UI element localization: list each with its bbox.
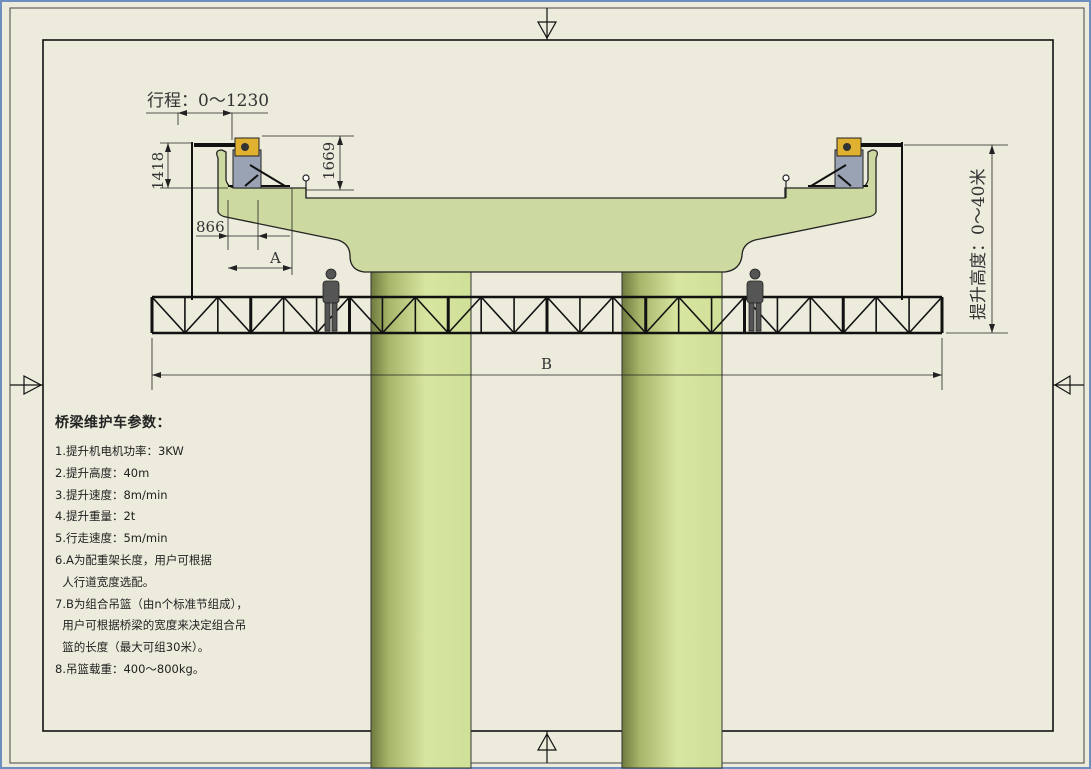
spec-line: 人行道宽度选配。 xyxy=(55,574,155,589)
dim-1669-label: 1669 xyxy=(320,142,338,180)
spec-line: 8.吊篮载重：400～800kg。 xyxy=(55,661,205,676)
spec-line: 3.提升速度：8m/min xyxy=(55,487,168,502)
railing-post-right xyxy=(782,174,790,198)
railing-post-left xyxy=(302,174,310,198)
spec-line: 6.A为配重架长度，用户可根据 xyxy=(55,552,212,567)
lifting-machine-left xyxy=(191,137,290,300)
center-mark-bottom xyxy=(536,731,558,763)
spec-line: 篮的长度（最大可组30米）。 xyxy=(55,640,210,655)
dim-1418-label: 1418 xyxy=(149,152,167,190)
spec-line: 2.提升高度：40m xyxy=(55,465,150,480)
worker-right-figure xyxy=(746,268,764,332)
pier-left xyxy=(370,267,472,769)
specifications-title: 桥梁维护车参数： xyxy=(55,415,171,431)
dim-a-label: A xyxy=(269,249,281,267)
spec-line: 5.行走速度：5m/min xyxy=(55,531,168,546)
spec-line: 用户可根据桥梁的宽度来决定组合吊 xyxy=(55,618,247,633)
dim-b-label: B xyxy=(541,355,552,373)
dimension-lines xyxy=(146,112,1008,390)
stroke-label: 行程：0～1230 xyxy=(147,91,269,111)
bridge-deck xyxy=(216,149,878,273)
pier-right xyxy=(621,267,723,769)
spec-line: 4.提升重量：2t xyxy=(55,509,136,524)
center-mark-left xyxy=(10,375,43,395)
lifting-machine-right xyxy=(808,137,903,300)
dim-866-label: 866 xyxy=(196,218,225,236)
specifications-panel: 桥梁维护车参数： 1.提升机电机功率：3KW 2.提升高度：40m 3.提升速度… xyxy=(55,412,355,681)
worker-left-figure xyxy=(322,268,340,332)
hanging-basket-truss xyxy=(150,295,944,335)
dimension-arrows xyxy=(152,110,995,378)
spec-line: 7.B为组合吊篮（由n个标准节组成）， xyxy=(55,596,248,611)
center-mark-top xyxy=(536,8,558,40)
lift-height-label: 提升高度：0～40米 xyxy=(969,169,989,320)
center-mark-right xyxy=(1053,374,1084,396)
spec-line: 1.提升机电机功率：3KW xyxy=(55,444,184,458)
